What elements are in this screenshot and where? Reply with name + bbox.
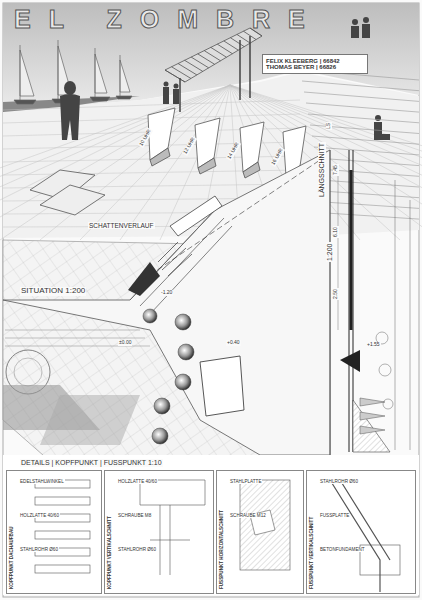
author-box: FELIX KLEEBERG | 66842THOMAS BEYER | 668… (262, 54, 368, 74)
slat (178, 64, 197, 75)
slat (237, 34, 250, 43)
label: 6.10 (333, 226, 339, 238)
node-heading: FUSSPUNKT HORIZONTALSCHNITT (219, 510, 224, 589)
perspective (0, 3, 422, 240)
node-note: SCHRAUBE M8 (117, 513, 152, 518)
deck-line (80, 85, 230, 240)
label: +1.55 (366, 342, 381, 348)
slat (172, 67, 191, 79)
step-edge (302, 81, 419, 91)
step-edge (308, 114, 419, 123)
node-note: THOMAS BEYER | 66826 (266, 64, 364, 70)
slat (224, 41, 238, 50)
step-edge (316, 158, 419, 166)
batten (35, 565, 90, 573)
title: EL ZOMBRE (14, 6, 323, 34)
label: 7.45 (333, 164, 339, 176)
step-edge (320, 180, 419, 187)
steps (300, 70, 419, 219)
node-note: HOLZLATTE 40/60 (117, 479, 158, 484)
step-edge (304, 92, 419, 101)
step-edge (312, 136, 419, 144)
site-plan (3, 150, 330, 470)
node-heading: FUSSPUNKT VERTIKALSCHNITT (309, 517, 314, 589)
label: -1.20 (160, 290, 173, 296)
slat (217, 44, 232, 54)
step-edge (306, 103, 419, 112)
details-ground (3, 455, 419, 595)
label: SITUATION 1:200 (20, 287, 86, 296)
label: 2.50 (333, 288, 339, 300)
node-note: FUSSPLATTE (319, 513, 350, 518)
boat (170, 196, 222, 236)
deck-line (0, 85, 230, 240)
slat (230, 38, 244, 47)
section (330, 150, 410, 455)
step-edge (322, 191, 419, 198)
step-edge (326, 213, 419, 219)
deck-line (0, 85, 230, 240)
slat (165, 70, 185, 82)
node-note: STAHLROHR Ø60 (117, 547, 157, 552)
detail-panel: KOPFPUNKT DACHAUFBAU EDELSTAHLWINKEL HOLZL… (6, 470, 102, 594)
people (60, 17, 390, 140)
label: 1:200 (326, 242, 334, 262)
deck-line (0, 85, 230, 240)
node-note: STAHLPLATTE (229, 479, 262, 484)
node-note: EDELSTAHLWINKEL (19, 479, 65, 484)
label: DETAILS | KOPFPUNKT | FUSSPUNKT 1:10 (20, 459, 163, 467)
deck-line (0, 85, 230, 240)
node-note: STAHLROHR Ø60 (19, 547, 59, 552)
node-note: STAHLROHR Ø60 (319, 479, 359, 484)
batten (35, 497, 90, 505)
label: LÄNGSSCHNITT (318, 142, 326, 198)
detail-panel: FUSSPUNKT HORIZONTALSCHNITT STAHLPLATTE SC… (216, 470, 304, 594)
batten (35, 531, 90, 539)
trees (143, 309, 194, 444)
node-note: SCHRAUBE M12 (229, 513, 267, 518)
kiosk (200, 356, 244, 416)
label: LS (326, 122, 332, 130)
slat (185, 60, 203, 71)
label: ±0.00 (118, 340, 132, 346)
label: SCHATTENVERLAUF (88, 222, 155, 229)
node-heading: KOPFPUNKT DACHAUFBAU (9, 526, 14, 589)
node-heading: FELIX KLEEBERG | 66842 (266, 58, 364, 64)
deck-line (40, 85, 230, 240)
detail-panel: KOPFPUNKT VERTIKALSCHNITT HOLZLATTE 40/60… (104, 470, 214, 594)
label: +0.40 (226, 340, 241, 346)
node-note: BETONFUNDAMENT (319, 547, 366, 552)
deck-line (0, 85, 230, 240)
node-note: HOLZLATTE 40/60 (19, 513, 60, 518)
details (35, 480, 400, 592)
detail-panel: FUSSPUNKT VERTIKALSCHNITT STAHLROHR Ø60FU… (306, 470, 416, 594)
deck-line (0, 85, 230, 240)
node-heading: KOPFPUNKT VERTIKALSCHNITT (107, 516, 112, 589)
canopy (165, 28, 262, 112)
deck-joint (3, 100, 300, 110)
